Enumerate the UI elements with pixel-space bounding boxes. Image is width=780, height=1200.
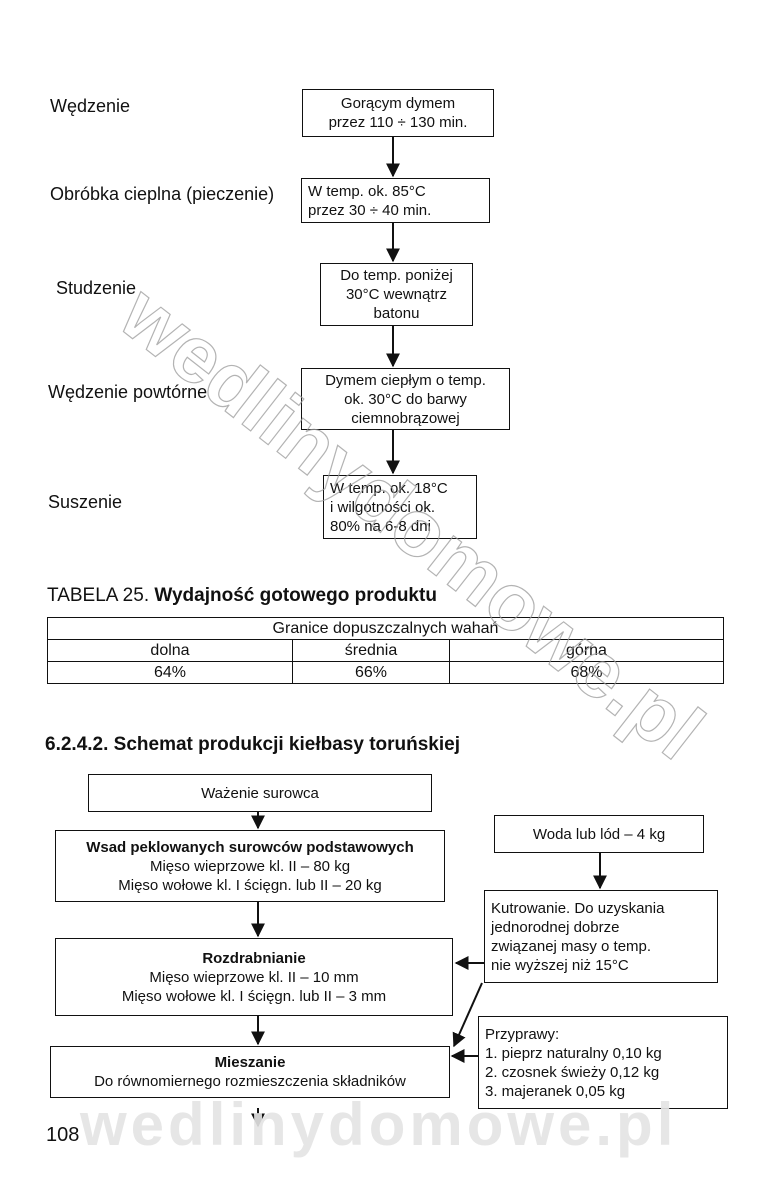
grinding-box: Rozdrabnianie Mięso wieprzowe kl. II – 1… bbox=[55, 938, 453, 1016]
box-line: Do temp. poniżej bbox=[340, 267, 453, 284]
arrow-cutter-to-mixing bbox=[452, 982, 483, 1048]
box-line: przez 110 ÷ 130 min. bbox=[328, 114, 468, 131]
step-label-smoking: Wędzenie bbox=[50, 96, 131, 116]
box-line: przez 30 ÷ 40 min. bbox=[308, 201, 432, 219]
box-line: nie wyższej niż 15°C bbox=[491, 956, 629, 974]
spices-box: Przyprawy: 1. pieprz naturalny 0,10 kg 2… bbox=[478, 1016, 728, 1109]
table-row: Granice dopuszczalnych wahań bbox=[47, 617, 724, 640]
weighing-box: Ważenie surowca bbox=[88, 774, 432, 812]
box-line: ok. 30°C do barwy bbox=[344, 390, 467, 408]
box-line: Ważenie surowca bbox=[201, 784, 319, 802]
box-line: Dymem ciepłym o temp. bbox=[325, 371, 486, 389]
step-box-heat-treatment: W temp. ok. 85°C przez 30 ÷ 40 min. bbox=[301, 178, 490, 223]
step-label-resmoking: Wędzenie powtórne bbox=[48, 382, 208, 402]
box-line: 80% na 6-8 dni bbox=[330, 517, 431, 535]
batch-title: Wsad peklowanych surowców podstawowych bbox=[86, 838, 414, 856]
box-line: 30°C wewnątrz bbox=[345, 286, 448, 303]
box-line: Kutrowanie. Do uzyskania bbox=[491, 899, 665, 917]
box-line: Przyprawy: bbox=[485, 1025, 560, 1043]
box-line: Mięso wołowe kl. I ścięgn. lub II – 3 mm bbox=[121, 987, 387, 1005]
table-header: Granice dopuszczalnych wahań bbox=[47, 617, 724, 640]
yield-table: Granice dopuszczalnych wahań dolna średn… bbox=[47, 617, 724, 684]
batch-box: Wsad peklowanych surowców podstawowych M… bbox=[55, 830, 445, 902]
box-line: 1. pieprz naturalny 0,10 kg bbox=[485, 1044, 662, 1062]
box-line: i wilgotności ok. bbox=[330, 498, 436, 516]
box-line: związanej masy o temp. bbox=[491, 937, 652, 955]
cutter-box: Kutrowanie. Do uzyskania jednorodnej dob… bbox=[484, 890, 718, 983]
box-line: W temp. ok. 85°C bbox=[308, 182, 426, 200]
water-box: Woda lub lód – 4 kg bbox=[494, 815, 704, 853]
step-box-smoking: Gorącym dymem przez 110 ÷ 130 min. bbox=[302, 89, 494, 137]
box-line: 3. majeranek 0,05 kg bbox=[485, 1082, 626, 1100]
table-row: 64% 66% 68% bbox=[47, 661, 724, 684]
step-box-drying: W temp. ok. 18°C i wilgotności ok. 80% n… bbox=[323, 475, 477, 539]
table-caption-title: Wydajność gotowego produktu bbox=[154, 585, 437, 606]
box-line: Mięso wieprzowe kl. II – 10 mm bbox=[149, 968, 359, 986]
box-line: Mięso wieprzowe kl. II – 80 kg bbox=[149, 857, 351, 875]
table-column-header: górna bbox=[449, 639, 724, 662]
mixing-box: Mieszanie Do równomiernego rozmieszczeni… bbox=[50, 1046, 450, 1098]
box-line: Gorącym dymem bbox=[340, 95, 456, 112]
mixing-title: Mieszanie bbox=[214, 1054, 286, 1071]
table-caption: TABELA 25. Wydajność gotowego produktu bbox=[47, 585, 437, 607]
table-caption-prefix: TABELA 25. bbox=[47, 585, 150, 606]
box-line: 2. czosnek świeży 0,12 kg bbox=[485, 1063, 660, 1081]
step-label-drying: Suszenie bbox=[48, 492, 123, 512]
step-box-cooling: Do temp. poniżej 30°C wewnątrz batonu bbox=[320, 263, 473, 326]
table-cell: 66% bbox=[292, 661, 450, 684]
box-line: ciemnobrązowej bbox=[351, 409, 460, 427]
step-label-cooling: Studzenie bbox=[56, 278, 137, 298]
box-line: Do równomiernego rozmieszczenia składnik… bbox=[94, 1073, 406, 1090]
grinding-title: Rozdrabnianie bbox=[202, 949, 306, 967]
box-line: batonu bbox=[373, 305, 420, 322]
step-box-resmoking: Dymem ciepłym o temp. ok. 30°C do barwy … bbox=[301, 368, 510, 430]
box-line: jednorodnej dobrze bbox=[491, 918, 620, 936]
table-column-header: średnia bbox=[292, 639, 450, 662]
section-heading: 6.2.4.2. Schemat produkcji kiełbasy toru… bbox=[45, 734, 461, 755]
table-cell: 64% bbox=[47, 661, 293, 684]
page-number: 108 bbox=[46, 1124, 80, 1146]
table-cell: 68% bbox=[449, 661, 724, 684]
box-line: Mięso wołowe kl. I ścięgn. lub II – 20 k… bbox=[118, 876, 382, 894]
box-line: Woda lub lód – 4 kg bbox=[532, 825, 666, 843]
box-line: W temp. ok. 18°C bbox=[330, 479, 448, 497]
step-label-heat-treatment: Obróbka cieplna (pieczenie) bbox=[50, 184, 275, 204]
